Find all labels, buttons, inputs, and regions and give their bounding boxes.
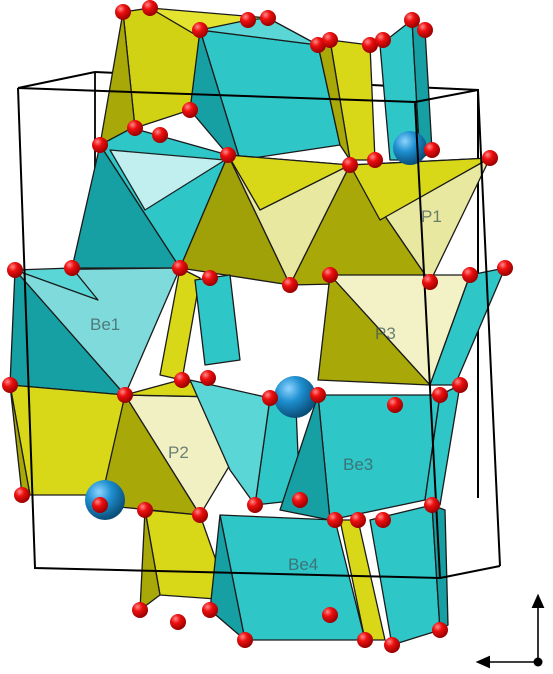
p-tetrahedron-p1-middle — [179, 154, 351, 286]
oxygen-atom — [482, 150, 498, 166]
oxygen-atom — [127, 120, 143, 136]
label-p2: P2 — [168, 443, 189, 462]
oxygen-atom — [200, 370, 216, 386]
oxygen-atom — [132, 602, 148, 618]
oxygen-atom — [174, 372, 190, 388]
oxygen-atom — [322, 32, 338, 48]
oxygen-atom — [424, 142, 440, 158]
be-tetrahedron-top-center — [189, 17, 341, 161]
oxygen-atom — [14, 487, 30, 503]
oxygen-atom — [247, 497, 263, 513]
oxygen-atom — [384, 637, 400, 653]
oxygen-atom — [422, 274, 438, 290]
oxygen-atom — [322, 607, 338, 623]
oxygen-atom — [387, 397, 403, 413]
oxygen-atom — [375, 512, 391, 528]
cation-sphere — [274, 376, 316, 418]
oxygen-atom — [115, 4, 131, 20]
oxygen-atom — [432, 622, 448, 638]
oxygen-atom — [424, 497, 440, 513]
label-be4: Be4 — [288, 555, 318, 574]
be-tetrahedron-upper-pale — [109, 149, 226, 211]
oxygen-atom — [292, 492, 308, 508]
oxygen-atom — [357, 632, 373, 648]
orientation-axes-icon — [475, 593, 545, 669]
oxygen-atom — [310, 387, 326, 403]
p-tetrahedron-bottom-left — [139, 509, 231, 611]
oxygen-atom — [2, 377, 18, 393]
oxygen-atom — [462, 267, 478, 283]
oxygen-atoms — [2, 0, 513, 653]
oxygen-atom — [362, 37, 378, 53]
cation-sphere — [393, 131, 427, 165]
oxygen-atom — [432, 387, 448, 403]
oxygen-atom — [142, 0, 158, 16]
oxygen-atom — [404, 12, 420, 28]
oxygen-atom — [182, 102, 198, 118]
oxygen-atom — [260, 10, 276, 26]
oxygen-atom — [240, 12, 256, 28]
oxygen-atom — [172, 260, 188, 276]
oxygen-atom — [7, 262, 23, 278]
oxygen-atom — [137, 502, 153, 518]
oxygen-atom — [64, 260, 80, 276]
oxygen-atom — [92, 137, 108, 153]
label-p1: P1 — [421, 207, 442, 226]
be-tetrahedron-be4 — [209, 514, 366, 641]
label-be1: Be1 — [90, 315, 120, 334]
be-tetrahedron-be1 — [9, 267, 181, 396]
oxygen-atom — [262, 390, 278, 406]
oxygen-atom — [152, 127, 168, 143]
oxygen-atom — [375, 32, 391, 48]
polyhedra-layer — [9, 7, 506, 646]
oxygen-atom — [350, 512, 366, 528]
oxygen-atom — [192, 507, 208, 523]
oxygen-atom — [170, 614, 186, 630]
oxygen-atom — [117, 387, 133, 403]
polyhedra-labels: Be1 Be3 Be4 P1 P2 P3 — [90, 207, 442, 574]
oxygen-atom — [322, 267, 338, 283]
oxygen-atom — [92, 497, 108, 513]
oxygen-atom — [220, 147, 236, 163]
oxygen-atom — [417, 22, 433, 38]
label-p3: P3 — [375, 324, 396, 343]
oxygen-atom — [342, 157, 358, 173]
oxygen-atom — [192, 22, 208, 38]
oxygen-atom — [202, 270, 218, 286]
unit-cell-front — [17, 71, 501, 580]
oxygen-atom — [202, 602, 218, 618]
p-tetrahedron-p3 — [317, 267, 506, 386]
oxygen-atom — [282, 277, 298, 293]
oxygen-atom — [367, 152, 383, 168]
oxygen-atom — [327, 512, 343, 528]
label-be3: Be3 — [343, 455, 373, 474]
oxygen-atom — [310, 37, 326, 53]
oxygen-atom — [497, 260, 513, 276]
oxygen-atom — [237, 632, 253, 648]
oxygen-atom — [452, 377, 468, 393]
